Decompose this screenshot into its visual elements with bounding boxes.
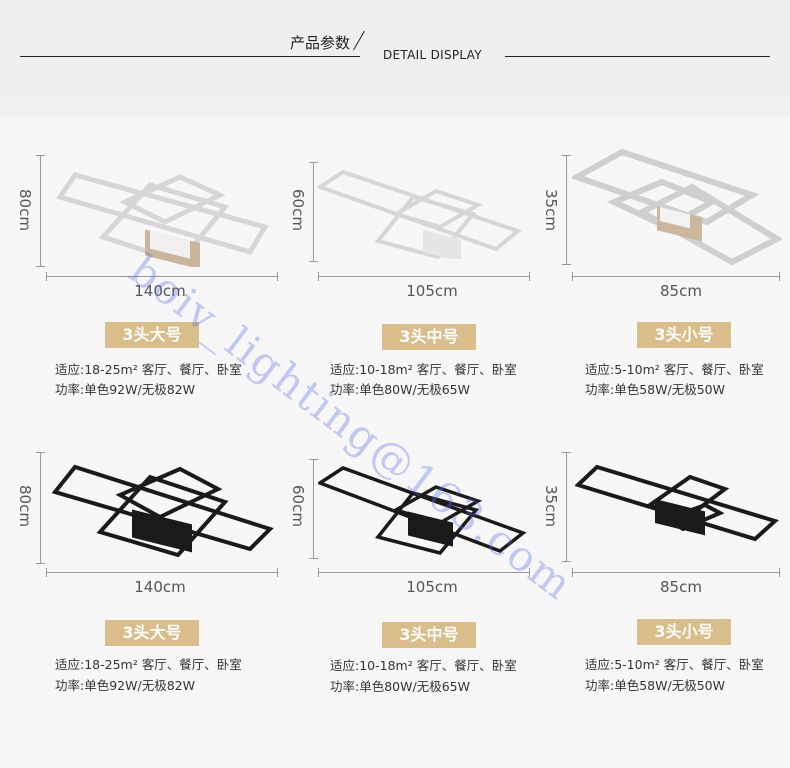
spec-power: 功率:单色80W/无极65W <box>330 382 470 397</box>
header-slash <box>353 30 365 51</box>
size-badge: 3头小号 <box>637 619 731 645</box>
spec-area: 适应:18-25m² 客厅、餐厅、卧室 <box>55 657 242 672</box>
spec-area: 适应:18-25m² 客厅、餐厅、卧室 <box>55 362 242 377</box>
size-badge: 3头大号 <box>105 620 199 646</box>
spec-power: 功率:单色92W/无极82W <box>55 678 195 693</box>
height-dimension-line <box>36 155 45 267</box>
header: 产品参数 DETAIL DISPLAY <box>0 0 790 100</box>
lamp-image-black-large <box>51 464 274 557</box>
lamp-image-black-small <box>575 464 779 542</box>
width-label: 105cm <box>406 578 458 596</box>
width-label: 140cm <box>134 578 186 596</box>
size-badge: 3头小号 <box>637 322 731 348</box>
width-dimension-line <box>572 568 780 577</box>
spec-area: 适应:5-10m² 客厅、餐厅、卧室 <box>585 657 764 672</box>
header-subtitle: DETAIL DISPLAY <box>383 48 482 62</box>
width-label: 85cm <box>660 282 702 300</box>
spec-area: 适应:10-18m² 客厅、餐厅、卧室 <box>330 658 517 673</box>
width-label: 140cm <box>134 282 186 300</box>
lamp-image-white-medium <box>318 169 523 259</box>
header-line-left <box>20 56 360 57</box>
width-label: 85cm <box>660 578 702 596</box>
spec-power: 功率:单色58W/无极50W <box>585 382 725 397</box>
width-dimension-line <box>318 568 530 577</box>
height-dimension-line <box>562 155 571 265</box>
spec-power: 功率:单色80W/无极65W <box>330 679 470 694</box>
width-dimension-line <box>46 568 278 577</box>
width-dimension-line <box>572 272 780 281</box>
size-badge: 3头中号 <box>382 622 476 648</box>
lamp-image-black-medium <box>318 466 527 555</box>
height-dimension-line <box>36 452 45 564</box>
height-dimension-line <box>562 452 571 562</box>
height-label: 60cm <box>289 485 307 527</box>
width-dimension-line <box>46 272 278 281</box>
spec-power: 功率:单色92W/无极82W <box>55 382 195 397</box>
size-badge: 3头中号 <box>382 324 476 350</box>
width-label: 105cm <box>406 282 458 300</box>
height-label: 80cm <box>16 189 34 231</box>
spec-area: 适应:10-18m² 客厅、餐厅、卧室 <box>330 362 517 377</box>
height-dimension-line <box>309 459 318 559</box>
height-label: 35cm <box>542 485 560 527</box>
height-label: 35cm <box>542 189 560 231</box>
header-title: 产品参数 <box>290 34 351 52</box>
height-label: 80cm <box>16 485 34 527</box>
lamp-image-white-large <box>55 172 269 267</box>
product-grid: 80cm 140cm 3头大号 适应:18-25m² 客厅、餐厅、卧室 功率:单… <box>0 117 790 768</box>
height-dimension-line <box>309 162 318 262</box>
header-line-right <box>505 56 770 57</box>
width-dimension-line <box>318 272 530 281</box>
spec-power: 功率:单色58W/无极50W <box>585 678 725 693</box>
spec-area: 适应:5-10m² 客厅、餐厅、卧室 <box>585 362 764 377</box>
size-badge: 3头大号 <box>105 322 199 348</box>
lamp-image-white-small <box>572 148 782 266</box>
height-label: 60cm <box>289 189 307 231</box>
